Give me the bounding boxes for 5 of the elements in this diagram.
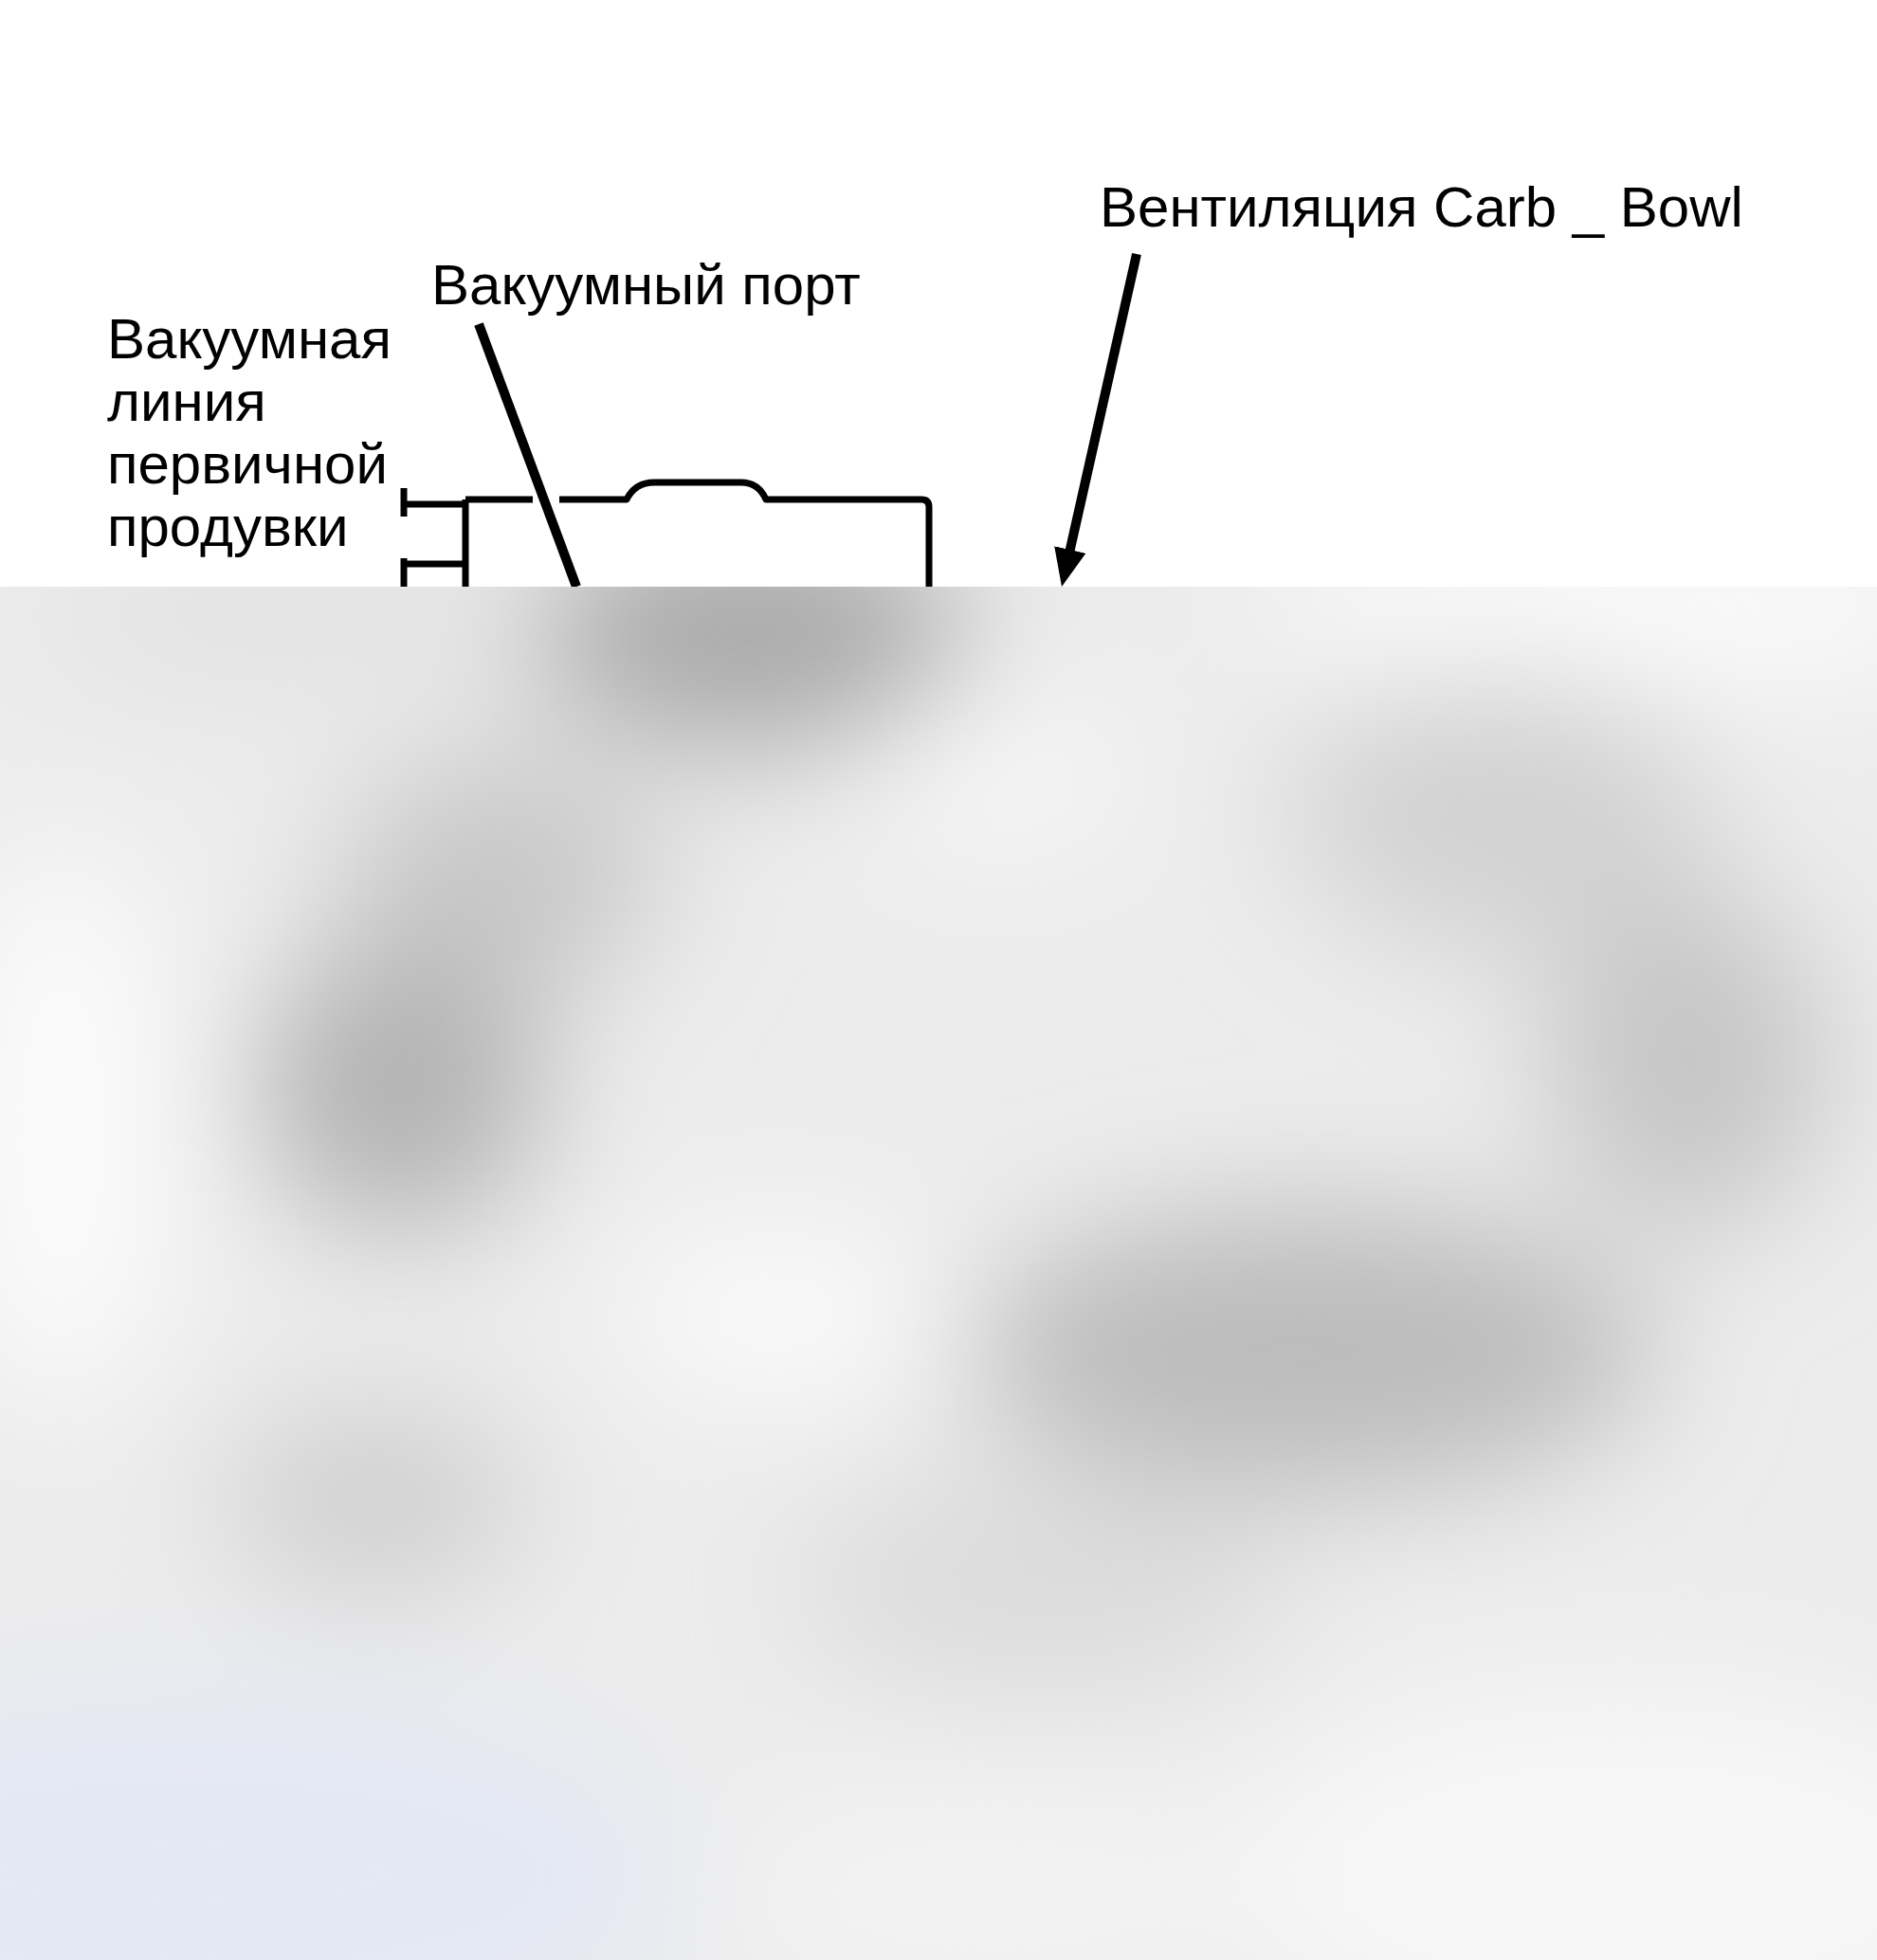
arrow [1054, 252, 1141, 587]
part-label: Вакуумная линия первичной продувки [107, 308, 392, 558]
callout-label: Вакуумный порт [431, 254, 861, 317]
callout-label: Вентиляция Carb _ Bowl [1100, 176, 1743, 239]
leader-line [474, 322, 581, 589]
